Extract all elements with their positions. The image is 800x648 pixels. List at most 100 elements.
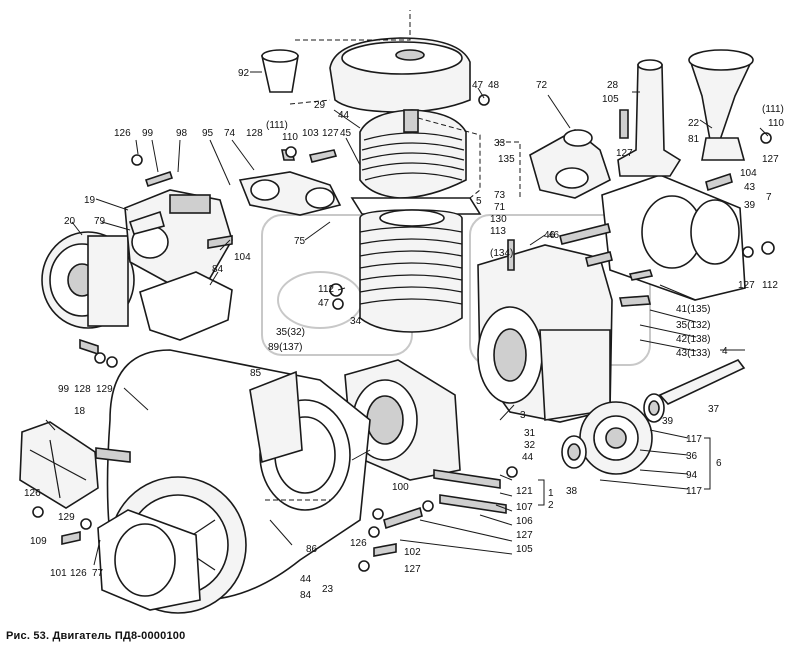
callout-103: 103 <box>302 128 319 139</box>
callout-121: 121 <box>516 486 533 497</box>
callout-39: 39 <box>744 200 756 211</box>
callout-79: 79 <box>94 216 106 227</box>
callout-135: 135 <box>498 154 515 165</box>
callout-104: 104 <box>740 168 757 179</box>
callout-46b: 46 <box>548 230 560 241</box>
callout-112b: 112 <box>762 280 778 291</box>
callout-107: 107 <box>516 502 533 513</box>
callout-77: 77 <box>92 568 104 579</box>
callout-labels: 92 29 44 47 48 72 28 105 22 (111) 110 81… <box>24 68 784 601</box>
bolts <box>61 109 733 557</box>
callout-102: 102 <box>404 547 421 558</box>
callout-113: 113 <box>490 226 506 237</box>
callout-74: 74 <box>224 128 236 139</box>
callout-7: 7 <box>766 192 772 203</box>
figure-caption: Рис. 53. Двигатель ПД8-0000100 <box>6 630 186 642</box>
callout-127c: 127 <box>616 148 633 159</box>
callout-126: 126 <box>114 128 131 139</box>
crankcase <box>477 244 613 423</box>
callout-130: 130 <box>490 214 507 225</box>
callout-100: 100 <box>392 482 409 493</box>
washers-nuts <box>32 94 775 572</box>
callout-35a: 35(132) <box>676 320 710 331</box>
callout-127f: 127 <box>404 564 421 575</box>
callout-99b: 99 <box>58 384 70 395</box>
callout-38: 38 <box>566 486 578 497</box>
callout-41: 41(135) <box>676 304 710 315</box>
callout-126d: 126 <box>350 538 367 549</box>
carburetor <box>124 189 233 286</box>
crank-cover <box>19 421 131 509</box>
callout-43b: 43(133) <box>676 348 710 359</box>
timing-gear <box>579 401 653 475</box>
cylinder-head <box>359 109 467 199</box>
callout-47: 47 <box>472 80 484 91</box>
shroud-piece <box>139 271 233 341</box>
head-gasket <box>350 197 482 215</box>
callout-46: 46 <box>544 230 556 241</box>
callout-128: 128 <box>246 128 263 139</box>
callout-42: 42(138) <box>676 334 710 345</box>
callout-85: 85 <box>250 368 262 379</box>
callout-86: 86 <box>306 544 318 555</box>
intake-tube <box>238 171 342 216</box>
callout-45: 45 <box>340 128 352 139</box>
callout-89: 89(137) <box>268 342 302 353</box>
callout-129: 129 <box>96 384 113 395</box>
callout-75: 75 <box>294 236 306 247</box>
callout-92: 92 <box>238 68 250 79</box>
callout-105: 105 <box>602 94 619 105</box>
callout-81: 81 <box>688 134 700 145</box>
callout-104b: 104 <box>234 252 251 263</box>
crankcase-lower <box>344 359 461 481</box>
callout-127: 127 <box>762 154 779 165</box>
callout-3: 3 <box>520 410 526 421</box>
shaft-rod <box>658 359 746 405</box>
callout-105b: 105 <box>516 544 533 555</box>
callout-44c: 44 <box>300 574 312 585</box>
cylinder-barrel <box>359 209 463 333</box>
callout-18: 18 <box>74 406 86 417</box>
callout-5: 5 <box>476 196 482 207</box>
callout-112: 112 <box>318 284 334 295</box>
callout-84: 84 <box>212 264 224 275</box>
exhaust-pipe <box>617 59 682 177</box>
callout-37: 37 <box>708 404 720 415</box>
muffler-cone <box>688 49 754 161</box>
callout-47b: 47 <box>318 298 330 309</box>
callout-127b: 127 <box>322 128 339 139</box>
callout-117b: 117 <box>686 486 702 497</box>
callout-28: 28 <box>607 80 619 91</box>
callout-35b: 35(32) <box>276 327 305 338</box>
callout-126c: 126 <box>70 568 87 579</box>
callout-73: 73 <box>494 190 506 201</box>
callout-106: 106 <box>516 516 533 527</box>
callout-23: 23 <box>322 584 334 595</box>
callout-99: 99 <box>142 128 154 139</box>
callout-127d: 127 <box>738 280 755 291</box>
callout-84b: 84 <box>300 590 312 601</box>
callout-127e: 127 <box>516 530 533 541</box>
callout-109: 109 <box>30 536 47 547</box>
callout-39b: 39 <box>662 416 674 427</box>
callout-95: 95 <box>202 128 214 139</box>
callout-4: 4 <box>722 346 728 357</box>
callout-19: 19 <box>84 195 96 206</box>
callout-110: 110 <box>768 118 784 129</box>
callout-43: 43 <box>744 182 756 193</box>
callout-111b: (111) <box>266 120 288 131</box>
side-bracket <box>249 370 303 464</box>
callout-20: 20 <box>64 216 76 227</box>
callout-110b: 110 <box>282 132 298 143</box>
callout-31: 31 <box>524 428 536 439</box>
callout-94: 94 <box>686 470 698 481</box>
callout-44: 44 <box>338 110 350 121</box>
callout-22: 22 <box>688 118 700 129</box>
callout-117a: 117 <box>686 434 702 445</box>
callout-32: 32 <box>524 440 536 451</box>
bearings <box>561 393 665 469</box>
front-flange <box>97 509 201 611</box>
side-gasket <box>601 174 746 301</box>
callout-111: (111) <box>762 104 784 115</box>
callout-98: 98 <box>176 128 188 139</box>
